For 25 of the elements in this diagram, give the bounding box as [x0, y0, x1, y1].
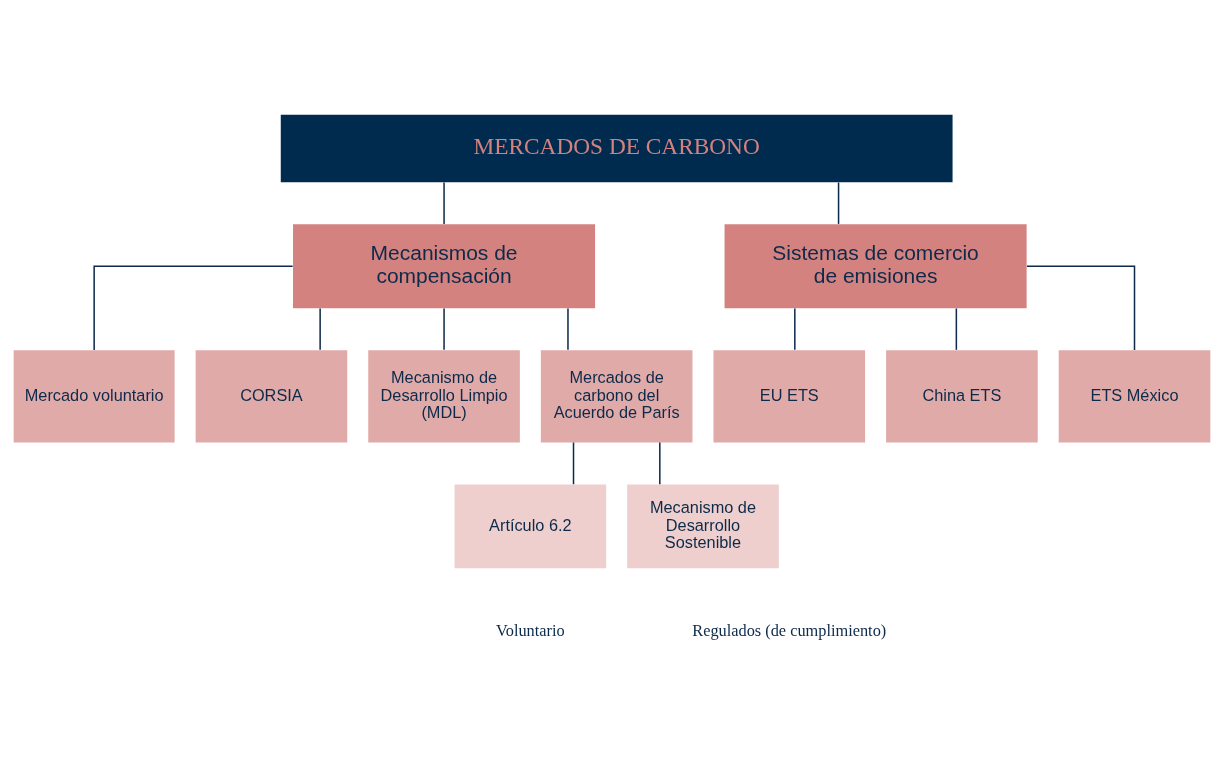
node-box: CORSIA: [195, 350, 348, 443]
node-box: Sistemas de comercio de emisiones: [724, 224, 1027, 309]
connector: [572, 441, 575, 485]
node-box: Mecanismo de Desarrollo Limpio (MDL): [368, 350, 520, 443]
connector: [319, 307, 321, 351]
node-box: EU ETS: [713, 350, 866, 443]
node-box: China ETS: [886, 350, 1038, 443]
label: Voluntario: [496, 620, 565, 640]
node-box: ETS México: [1058, 350, 1211, 443]
connector: [837, 181, 840, 225]
node-box: Mecanismos de compensación: [293, 224, 596, 309]
connector: [794, 307, 796, 351]
node-box: Artículo 6.2: [454, 484, 607, 569]
node-box: Mecanismo de Desarrollo Sostenible: [627, 484, 779, 569]
node-box: Mercados de carbono del Acuerdo de París: [540, 350, 693, 443]
connector: [955, 307, 958, 351]
connector: [93, 265, 294, 351]
node-box: Mercado voluntario: [13, 350, 175, 443]
connector: [1026, 265, 1136, 351]
connector: [659, 441, 661, 485]
connector: [567, 307, 569, 351]
label: Regulados (de cumplimiento): [692, 620, 887, 640]
node-box: MERCADOS DE CARBONO: [280, 114, 953, 183]
connector: [443, 307, 445, 351]
connector: [443, 181, 445, 225]
